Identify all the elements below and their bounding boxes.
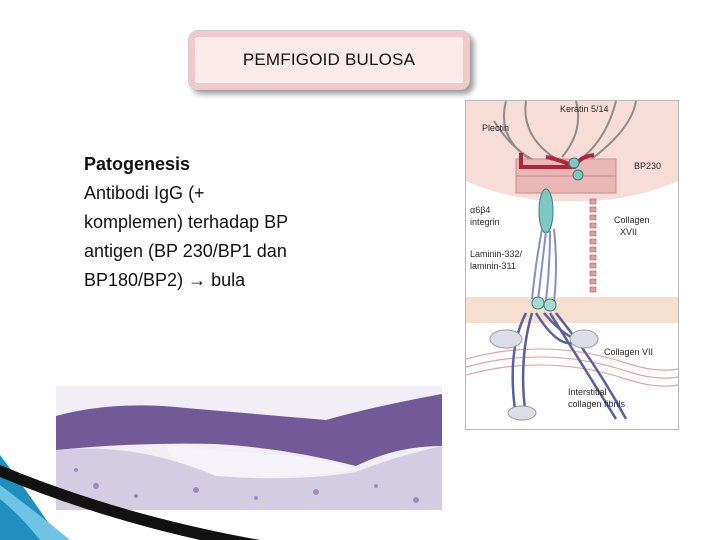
bp230-node (572, 169, 584, 181)
histology-image (56, 386, 442, 510)
collagen-xvii-strand (589, 198, 597, 293)
slide-title: PEMFIGOID BULOSA (242, 50, 416, 69)
label-collagen-xvii-a: Collagen (614, 215, 650, 225)
label-interstitial-b: collagen fibrils (568, 399, 626, 409)
laminin-strands (531, 228, 557, 302)
label-interstitial-a: Interstitial (568, 387, 607, 397)
integrin-shape (538, 188, 554, 234)
blister-cavity (166, 446, 356, 477)
laminin-node (543, 298, 557, 312)
body-line: antigen (BP 230/BP1 dan (84, 241, 287, 261)
lamina-densa-band (466, 297, 678, 323)
body-line: komplemen) terhadap BP (84, 212, 289, 232)
interstitial-fibrils (466, 348, 678, 387)
label-keratin: Keratin 5/14 (560, 104, 609, 114)
body-text-block: Patogenesis Antibodi IgG (+ komplemen) t… (84, 150, 384, 295)
dermal-cells (74, 468, 419, 503)
decorative-swoosh (0, 455, 260, 540)
label-integrin-b: integrin (470, 217, 500, 227)
slide-title-box: PEMFIGOID BULOSA (188, 30, 470, 90)
label-laminin-a: Laminin-332/ (470, 249, 523, 259)
label-collagen-vii: Collagen VII (604, 347, 653, 357)
dermis-layer (56, 446, 442, 510)
plectin-node (568, 157, 580, 169)
body-line: BP180/BP2) → bula (84, 270, 246, 290)
body-heading: Patogenesis (84, 154, 191, 174)
label-plectin: Plectin (482, 123, 509, 133)
laminin-node (531, 296, 545, 310)
epidermis-layer (56, 394, 442, 466)
title-box-inner (195, 37, 463, 83)
swoosh-light (0, 485, 70, 540)
label-collagen-xvii-b: XVII (620, 227, 637, 237)
label-integrin-a: α6β4 (470, 205, 490, 215)
body-line: Antibodi IgG (+ (84, 183, 205, 203)
anchoring-plaque (507, 405, 537, 421)
label-bp230: BP230 (634, 161, 661, 171)
label-laminin-b: laminin-311 (470, 261, 516, 271)
hemidesmosome-diagram: Keratin 5/14 Plectin BP230 α6β4 integrin… (465, 100, 679, 430)
anchoring-plaque (569, 329, 599, 349)
anchoring-plaque (489, 329, 523, 349)
